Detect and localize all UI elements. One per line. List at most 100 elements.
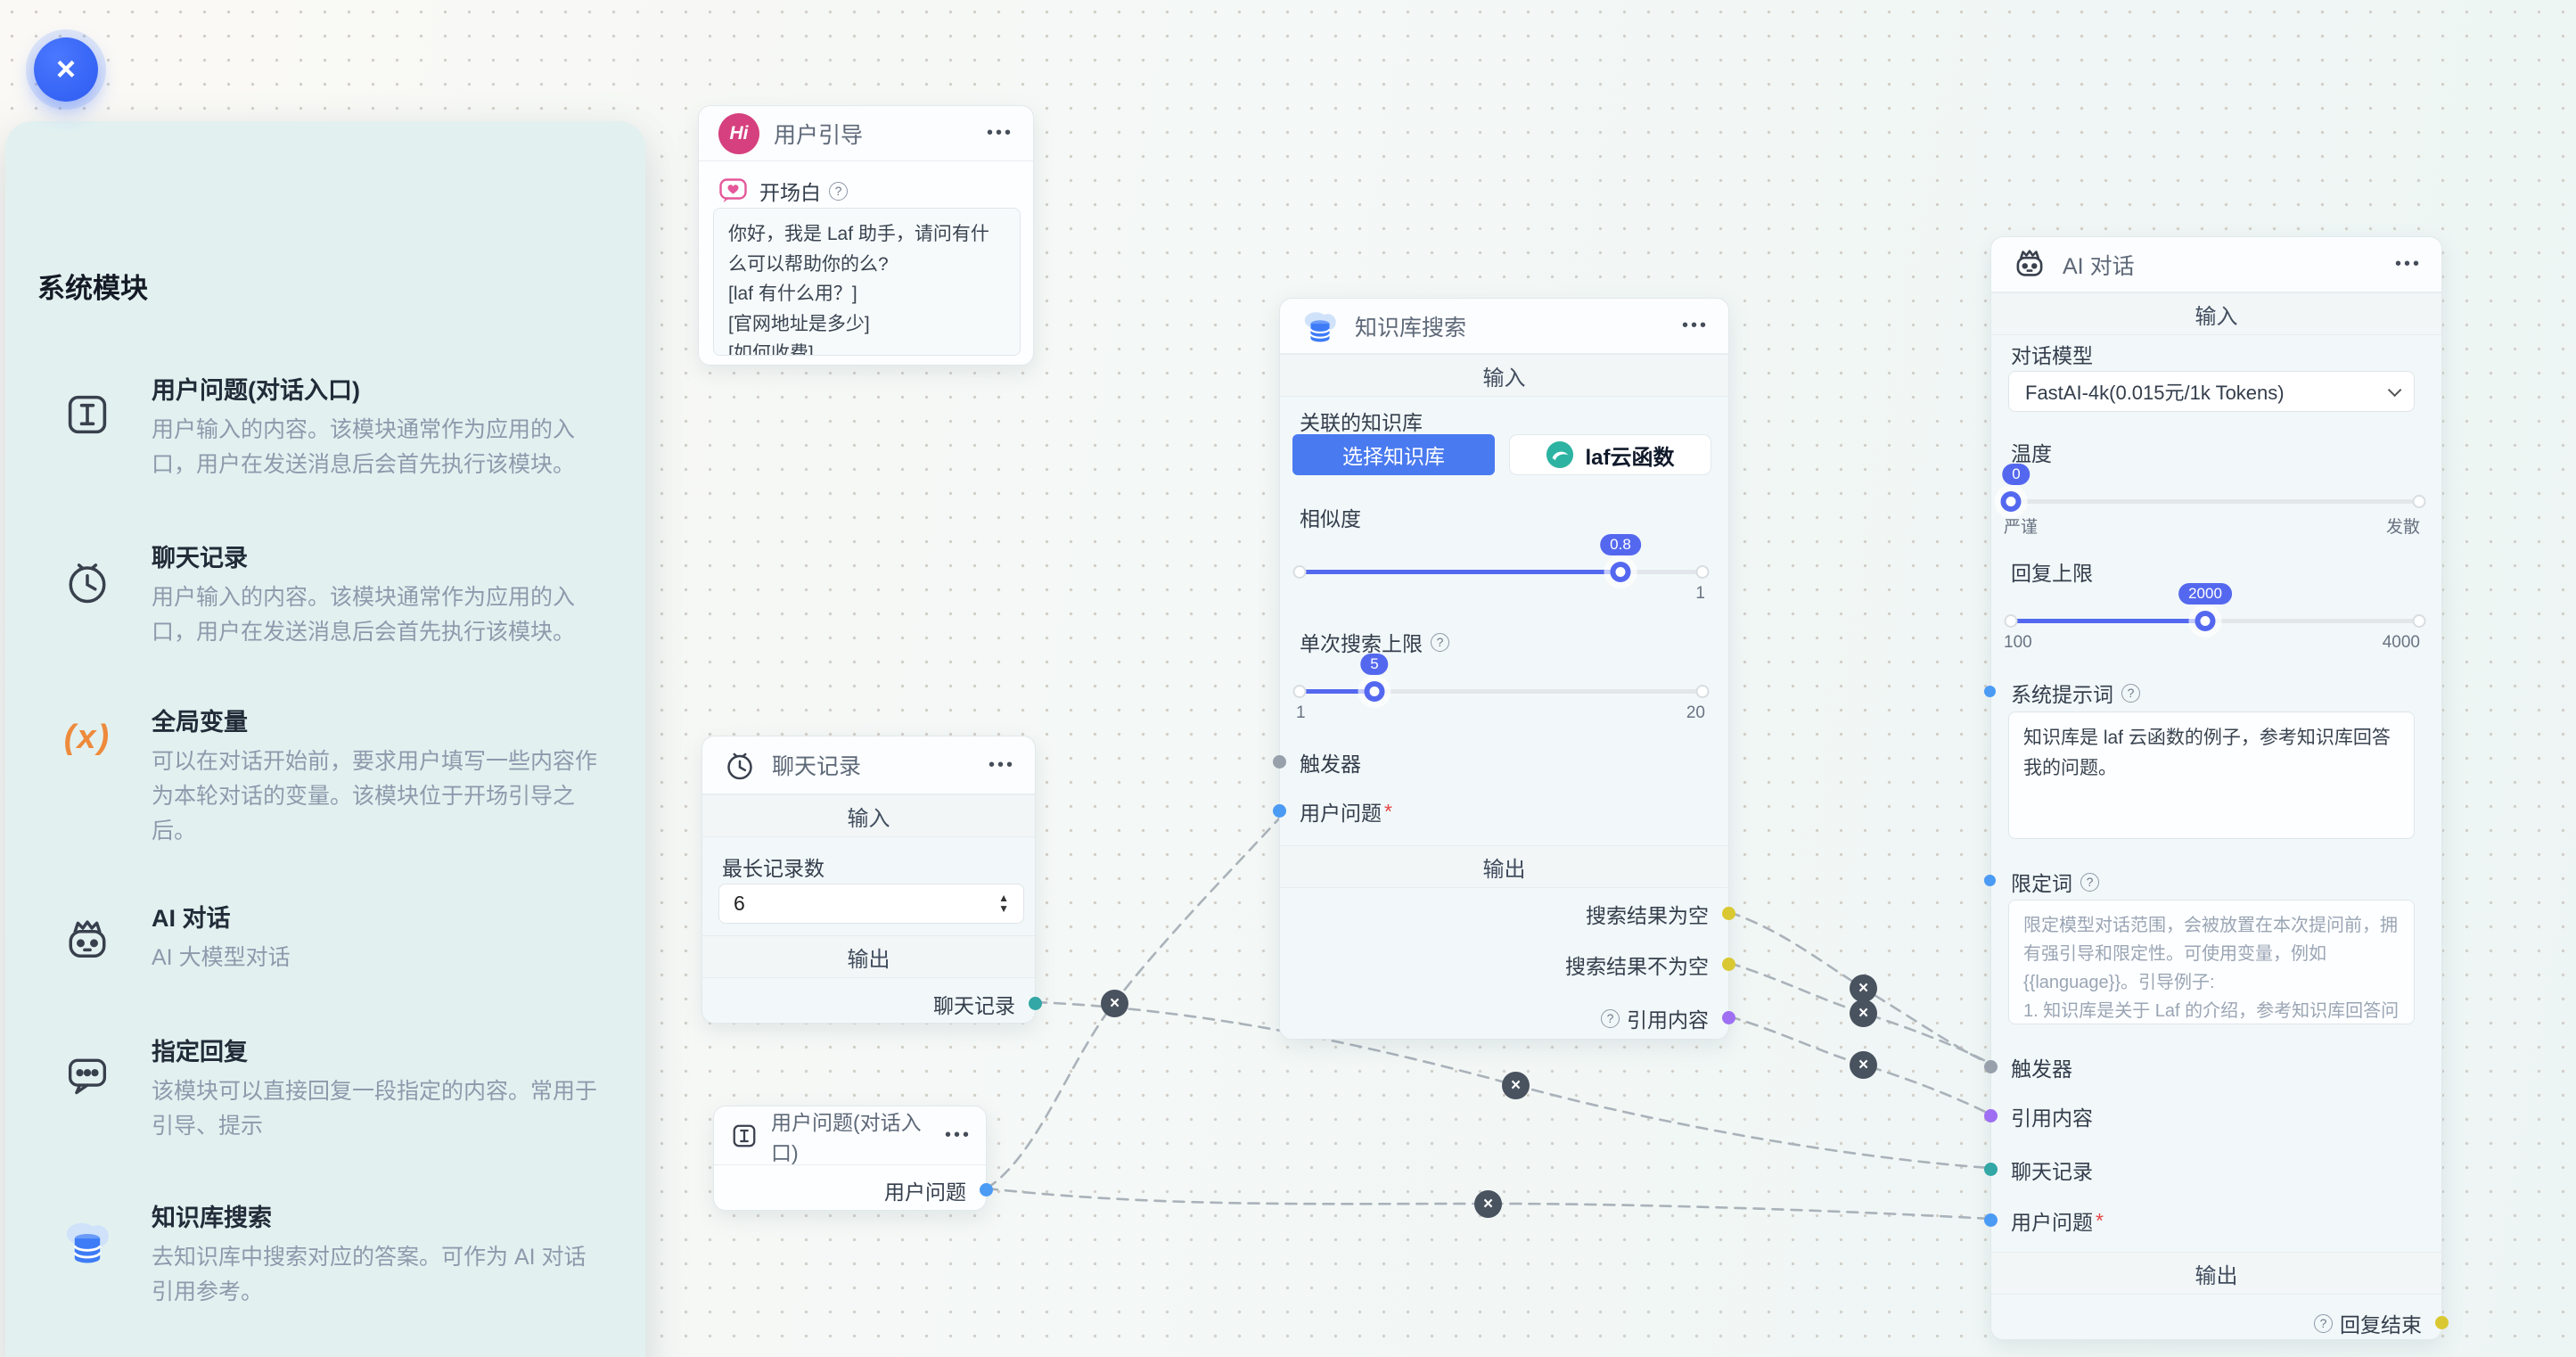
sidebar-item-ai-chat[interactable]: AI 对话 AI 大模型对话 — [41, 899, 615, 975]
max-reply-slider-thumb[interactable] — [2195, 611, 2216, 631]
node-uq-header[interactable]: 用户问题(对话入口) ••• — [714, 1106, 986, 1165]
node-kb-header[interactable]: 知识库搜索 ••• — [1280, 299, 1728, 354]
sidebar-item-chat-history[interactable]: 聊天记录 用户输入的内容。该模块通常作为应用的入口，用户在发送消息后会首先执行该… — [41, 539, 615, 650]
opening-textarea[interactable]: 你好，我是 Laf 助手，请问有什么可以帮助你的么? [laf 有什么用？] [… — [713, 208, 1021, 356]
system-prompt-handle[interactable] — [1984, 686, 1996, 697]
limit-slider[interactable] — [1292, 681, 1710, 702]
robot-icon — [41, 899, 134, 975]
ai-finish-handle[interactable] — [2435, 1316, 2449, 1329]
temperature-slider[interactable] — [2000, 491, 2426, 512]
similarity-label: 相似度 — [1300, 507, 1361, 530]
sidebar-item-user-question[interactable]: 用户问题(对话入口) 用户输入的内容。该模块通常作为应用的入口，用户在发送消息后… — [41, 371, 615, 482]
close-icon: × — [55, 50, 77, 88]
question-input-handle[interactable] — [1273, 804, 1286, 818]
system-prompt-textarea[interactable]: 知识库是 laf 云函数的例子，参考知识库回答我的问题。 — [2008, 711, 2415, 839]
dataset-tag[interactable]: laf云函数 — [1509, 434, 1711, 475]
limit-value-badge: 5 — [1360, 654, 1389, 675]
ai-trigger-handle[interactable] — [1984, 1060, 1998, 1073]
variable-icon: (x) — [63, 719, 111, 756]
question-input-row: 用户问题* — [1300, 799, 1392, 826]
sidebar-item-global-variable[interactable]: (x) 全局变量 可以在对话开始前，要求用户填写一些内容作为本轮对话的变量。该模… — [41, 703, 615, 848]
sidebar-item-fixed-reply[interactable]: 指定回复 该模块可以直接回复一段指定的内容。常用于引导、提示 — [41, 1032, 615, 1144]
node-title: 用户问题(对话入口) — [771, 1110, 922, 1164]
uq-output-handle[interactable] — [980, 1183, 993, 1197]
close-button[interactable]: × — [34, 37, 98, 102]
node-ai-header[interactable]: AI 对话 ••• — [1991, 237, 2441, 292]
trigger-input-row: 触发器 — [1300, 753, 1361, 776]
limit-word-label: 限定词? — [2011, 867, 2422, 897]
delete-edge-icon[interactable]: × — [1474, 1190, 1502, 1218]
node-title: AI 对话 — [2063, 253, 2135, 279]
node-kb-search[interactable]: 知识库搜索 ••• 输入 关联的知识库 选择知识库 laf云函数 相似度 0.8… — [1273, 298, 1735, 1040]
node-menu-icon[interactable]: ••• — [944, 1125, 972, 1145]
similarity-slider[interactable] — [1292, 562, 1710, 582]
heart-bubble-icon — [719, 178, 747, 202]
delete-edge-icon[interactable]: × — [1850, 975, 1877, 1002]
delete-edge-icon[interactable]: × — [1850, 999, 1877, 1027]
item-desc: 用户输入的内容。该模块通常作为应用的入口，用户在发送消息后会首先执行该模块。 — [152, 417, 576, 477]
stepper-control[interactable]: ▲ ▼ — [998, 891, 1009, 915]
sidebar-item-kb-search[interactable]: 知识库搜索 去知识库中搜索对应的答案。可作为 AI 对话引用参考。 — [41, 1198, 615, 1310]
uq-output-row: 用户问题 — [884, 1180, 966, 1204]
item-title: 聊天记录 — [152, 545, 248, 572]
opening-label: 开场白 — [759, 181, 821, 204]
node-title: 聊天记录 — [772, 754, 862, 779]
limit-word-handle[interactable] — [1984, 875, 1996, 886]
max-reply-slider[interactable] — [2004, 611, 2426, 631]
output-empty-row: 搜索结果为空 — [1586, 904, 1709, 927]
ai-history-row: 聊天记录 — [2011, 1160, 2093, 1183]
model-select[interactable]: FastAI-4k(0.015元/1k Tokens) — [2008, 371, 2415, 412]
item-desc: 用户输入的内容。该模块通常作为应用的入口，用户在发送消息后会首先执行该模块。 — [152, 585, 576, 645]
item-desc: 可以在对话开始前，要求用户填写一些内容作为本轮对话的变量。该模块位于开场引导之后… — [152, 749, 598, 843]
help-icon: ? — [1431, 632, 1449, 652]
similarity-slider-thumb[interactable] — [1610, 562, 1631, 582]
section-output: 输出 — [1280, 845, 1728, 888]
item-title: 全局变量 — [152, 709, 248, 736]
section-output: 输出 — [1991, 1252, 2441, 1295]
node-chat-header[interactable]: 聊天记录 ••• — [702, 736, 1035, 794]
chat-output-handle[interactable] — [1029, 997, 1042, 1010]
reply-icon — [41, 1032, 134, 1144]
history-icon — [41, 539, 134, 650]
node-menu-icon[interactable]: ••• — [988, 754, 1015, 775]
node-ai-chat[interactable]: AI 对话 ••• 输入 对话模型 FastAI-4k(0.015元/1k To… — [1984, 236, 2449, 1340]
node-user-guide[interactable]: Hi 用户引导 ••• 开场白 ? 你好，我是 Laf 助手，请问有什么可以帮助… — [698, 105, 1034, 366]
node-user-question[interactable]: 用户问题(对话入口) ••• 用户问题 — [713, 1106, 993, 1211]
help-icon: ? — [1601, 1008, 1620, 1028]
ai-quote-row: 引用内容 — [2011, 1106, 2093, 1130]
node-menu-icon[interactable]: ••• — [2394, 254, 2422, 274]
ai-question-handle[interactable] — [1984, 1213, 1998, 1227]
node-chat-history[interactable]: 聊天记录 ••• 输入 最长记录数 6 ▲ ▼ 输出 聊天记录 — [701, 736, 1042, 1024]
max-records-input[interactable]: 6 ▲ ▼ — [718, 884, 1024, 924]
ai-history-handle[interactable] — [1984, 1163, 1998, 1176]
help-icon: ? — [829, 181, 848, 201]
help-icon: ? — [2314, 1313, 2333, 1333]
output-empty-handle[interactable] — [1722, 907, 1735, 920]
node-menu-icon[interactable]: ••• — [1681, 316, 1709, 335]
delete-edge-icon[interactable]: × — [1850, 1051, 1877, 1079]
kb-search-icon — [41, 1198, 134, 1310]
trigger-input-handle[interactable] — [1273, 755, 1286, 769]
node-user-guide-header[interactable]: Hi 用户引导 ••• — [699, 106, 1033, 161]
output-quote-handle[interactable] — [1722, 1011, 1735, 1024]
delete-edge-icon[interactable]: × — [1502, 1072, 1530, 1099]
select-kb-button[interactable]: 选择知识库 — [1292, 434, 1495, 475]
node-menu-icon[interactable]: ••• — [986, 123, 1013, 143]
output-not-empty-handle[interactable] — [1722, 958, 1735, 971]
ai-quote-handle[interactable] — [1984, 1109, 1998, 1123]
stepper-down-icon[interactable]: ▼ — [998, 901, 1009, 915]
laf-icon — [1546, 440, 1574, 469]
limit-word-textarea[interactable] — [2008, 900, 2415, 1024]
stepper-up-icon[interactable]: ▲ — [998, 891, 1009, 904]
cursor-icon — [41, 371, 134, 482]
limit-min: 1 — [1296, 703, 1306, 722]
system-prompt-label: 系统提示词? — [2011, 678, 2422, 708]
temperature-slider-thumb[interactable] — [2000, 491, 2022, 512]
chat-output-row: 聊天记录 — [933, 994, 1015, 1017]
max-reply-max: 4000 — [2382, 633, 2420, 652]
section-input: 输入 — [1991, 292, 2441, 335]
delete-edge-icon[interactable]: × — [1101, 990, 1128, 1017]
limit-slider-thumb[interactable] — [1364, 681, 1385, 702]
item-title: AI 对话 — [152, 905, 231, 932]
